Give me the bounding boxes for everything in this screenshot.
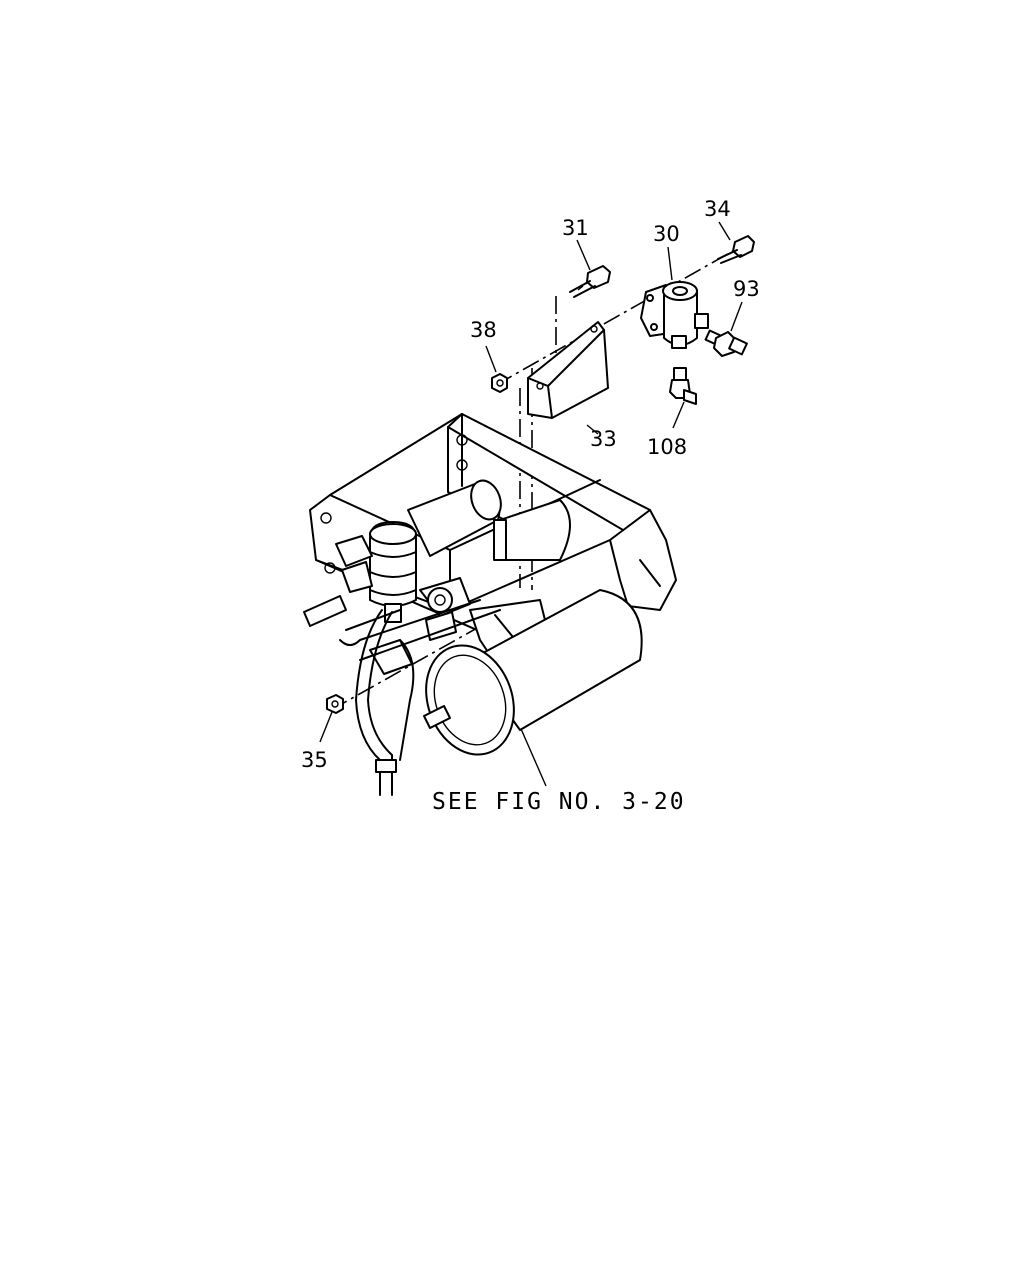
bolt-34 bbox=[717, 235, 755, 264]
callout-93: 93 bbox=[733, 277, 760, 301]
piping bbox=[339, 599, 501, 796]
bolt-31 bbox=[569, 265, 611, 298]
callout-35: 35 bbox=[301, 748, 328, 772]
callout-31: 31 bbox=[562, 216, 589, 240]
callout-30: 30 bbox=[653, 222, 680, 246]
callout-38: 38 bbox=[470, 318, 497, 342]
nut-35 bbox=[326, 694, 344, 714]
nut-38 bbox=[491, 373, 508, 393]
callout-108: 108 bbox=[647, 435, 687, 459]
valve-30 bbox=[640, 281, 709, 349]
fitting-93 bbox=[704, 329, 748, 357]
elbow-fitting-108 bbox=[669, 367, 697, 405]
filter-canister bbox=[369, 521, 417, 623]
see-fig-note: SEE FIG NO. 3-20 bbox=[432, 789, 686, 815]
leader-lines bbox=[319, 221, 743, 787]
callout-34: 34 bbox=[704, 197, 731, 221]
upper-cylinder bbox=[407, 479, 571, 561]
air-tank bbox=[423, 589, 643, 756]
bracket-33 bbox=[527, 321, 609, 419]
